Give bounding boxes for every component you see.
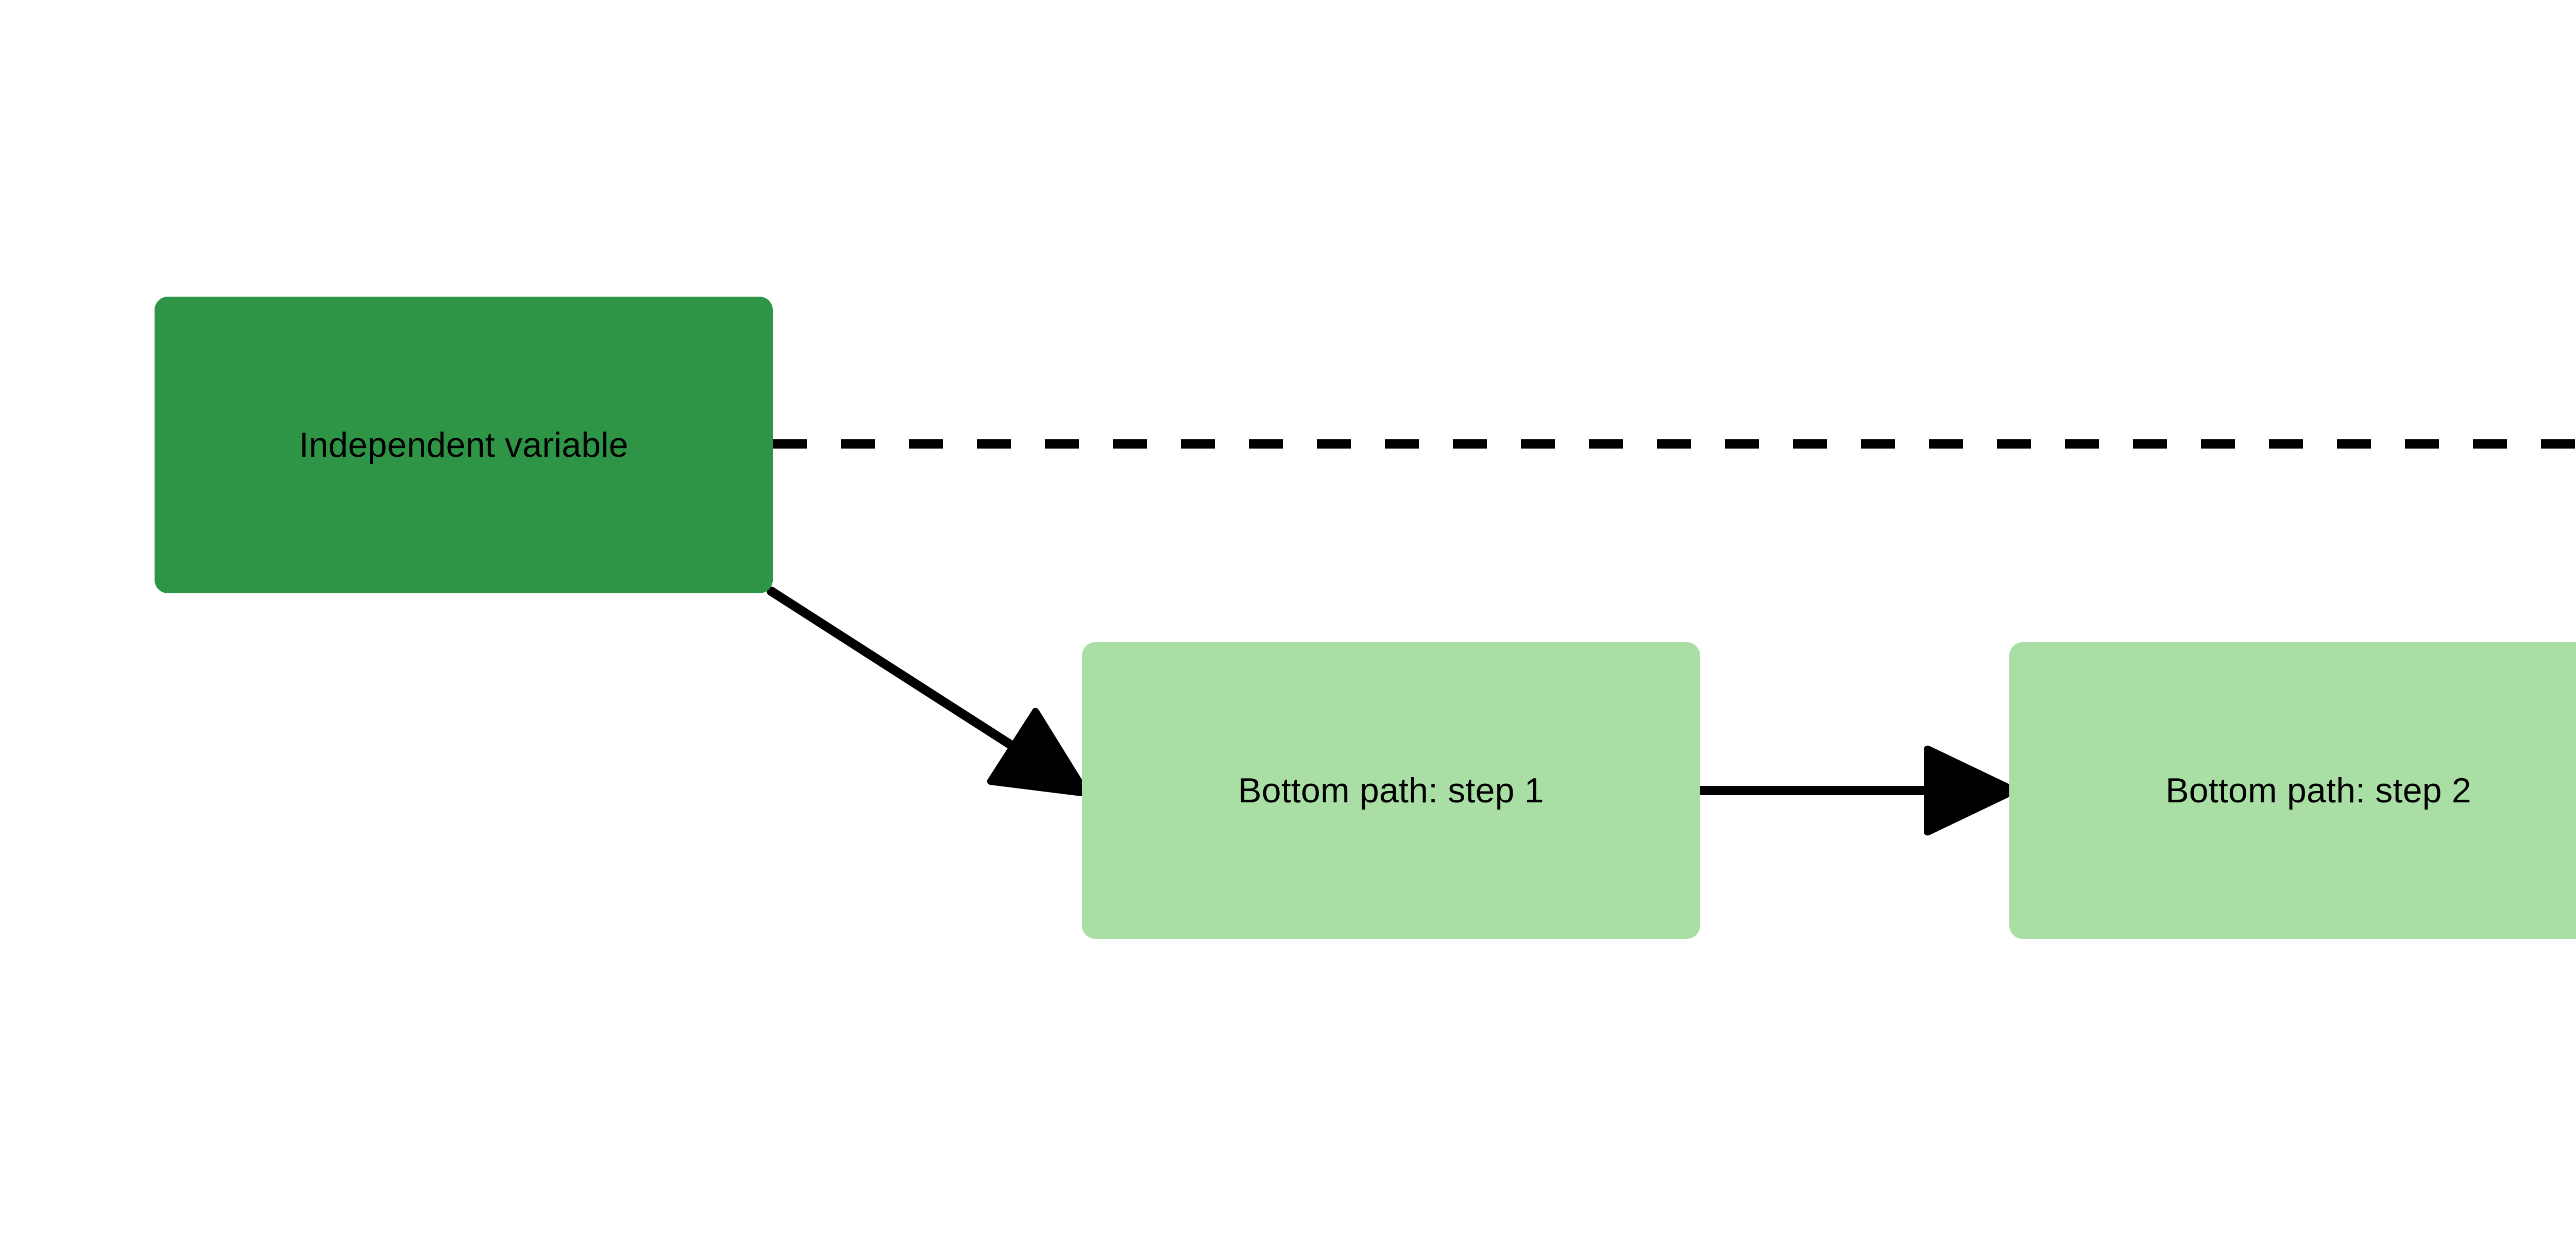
node-bottom-path-step-2[interactable]: Bottom path: step 2 [2009,642,2576,939]
edge-independent-to-step1 [767,587,1082,791]
node-bottom-path-step-1[interactable]: Bottom path: step 1 [1082,642,1700,939]
node-bottom-path-step-1-label: Bottom path: step 1 [1238,770,1544,810]
node-bottom-path-step-2-label: Bottom path: step 2 [2165,770,2471,810]
node-independent-variable-label: Independent variable [299,425,629,465]
node-independent-variable[interactable]: Independent variable [155,297,773,593]
